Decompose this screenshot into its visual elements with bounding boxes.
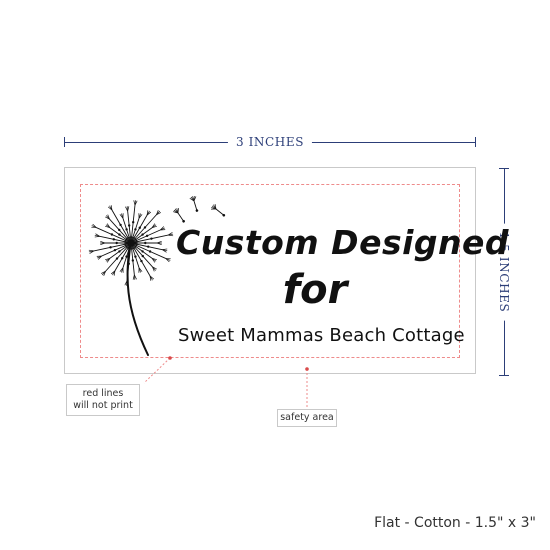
label-name: Sweet Mammas Beach Cottage (178, 325, 465, 346)
width-dimension-cap-right (475, 137, 476, 147)
red-lines-callout-line2: will not print (73, 400, 133, 411)
dandelion-stem (126, 242, 149, 356)
safety-area-callout: safety area (277, 409, 337, 427)
height-dimension-cap-top (499, 168, 509, 169)
height-dimension-cap-bottom (499, 375, 509, 376)
width-dimension-label: 3 INCHES (227, 134, 313, 150)
red-lines-callout: red lines will not print (66, 384, 140, 416)
dandelion-illustration (88, 195, 226, 356)
height-dimension: 1.5 INCHES (496, 168, 512, 376)
safety-area-outline (80, 184, 460, 358)
flying-seeds (173, 195, 226, 223)
width-dimension-cap-left (64, 137, 65, 147)
label-preview (64, 167, 476, 374)
width-dimension: 3 INCHES (64, 134, 476, 150)
product-description: Flat - Cotton - 1.5" x 3" (374, 515, 536, 531)
red-lines-callout-line1: red lines (82, 388, 124, 399)
label-title: Custom Designed (176, 223, 510, 262)
label-connector-word: for (282, 267, 348, 313)
